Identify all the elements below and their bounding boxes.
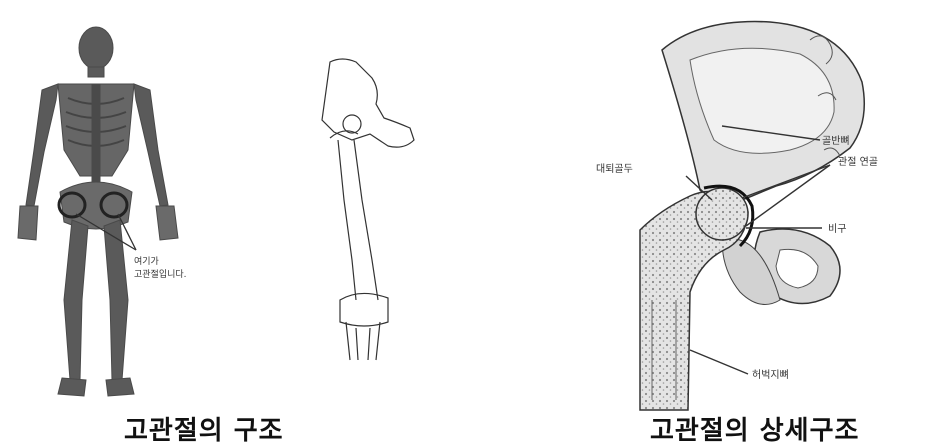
callout-text: 여기가 고관절입니다.	[134, 255, 187, 280]
skeleton-illustration	[18, 27, 178, 396]
caption-left: 고관절의 구조	[124, 410, 284, 447]
femur-line-drawing	[322, 59, 414, 360]
hip-detail-illustration	[640, 22, 864, 410]
caption-right: 고관절의 상세구조	[650, 410, 859, 447]
label-thigh-bone: 허벅지뼈	[752, 369, 789, 381]
label-joint-cartilage: 관절 연골	[838, 155, 878, 168]
callout-line-1: 여기가	[134, 255, 159, 267]
label-acetabulum: 비구	[828, 223, 846, 235]
femoral-head	[696, 188, 748, 240]
label-pelvis: 골반뼈	[822, 135, 850, 147]
label-femoral-head: 대퇴골두	[596, 163, 633, 175]
callout-line-2: 고관절입니다.	[134, 268, 187, 280]
